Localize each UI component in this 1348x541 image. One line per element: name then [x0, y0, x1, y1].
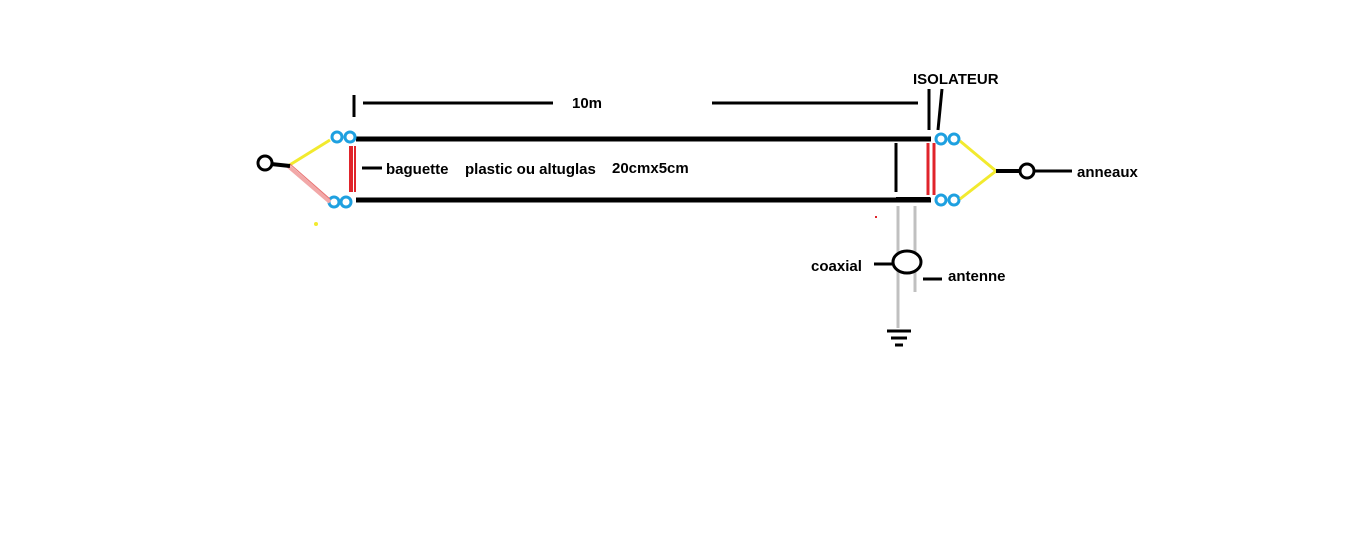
right-guy-rope-top [959, 139, 997, 173]
coax-choke-icon [891, 249, 923, 275]
right-spacer [926, 143, 936, 195]
right-guy-rope-bottom [959, 169, 997, 201]
ring-icon [1018, 162, 1036, 180]
ring-icon [256, 154, 274, 172]
left-ring-stem [270, 162, 291, 168]
isolator-leader-right [936, 88, 944, 131]
double-ring-insulator-icon [327, 195, 353, 209]
right-insulators [934, 132, 961, 207]
right-guy-ropes: anneaux [959, 139, 1139, 201]
antenna-label: antenne [948, 268, 1006, 285]
spacer-size-label: 20cmx5cm [612, 160, 689, 177]
double-ring-insulator-icon [330, 130, 357, 144]
feed-line: coaxial antenne [811, 143, 1006, 328]
left-guy-ropes [256, 138, 332, 226]
stray-dot [875, 216, 877, 218]
double-ring-insulator-icon [934, 193, 961, 207]
rings-label: anneaux [1077, 164, 1139, 181]
left-guy-rope-top [287, 138, 331, 168]
dimension-line: 10m [352, 95, 918, 117]
isolator-callout: ISOLATEUR [913, 71, 999, 131]
stray-dot [314, 222, 318, 226]
left-spacer [349, 146, 382, 192]
double-ring-insulator-icon [934, 132, 961, 146]
spacer-label: baguette [386, 161, 449, 178]
spacer-material-label: plastic ou altuglas [465, 161, 596, 178]
isolator-label: ISOLATEUR [913, 71, 999, 88]
ground-symbol-icon [887, 329, 911, 347]
coax-label: coaxial [811, 258, 862, 275]
parallel-wires [356, 136, 931, 203]
dimension-label: 10m [572, 95, 602, 112]
left-guy-rope-bottom [286, 164, 332, 204]
left-guy-rope-bottom-edge [289, 163, 331, 200]
